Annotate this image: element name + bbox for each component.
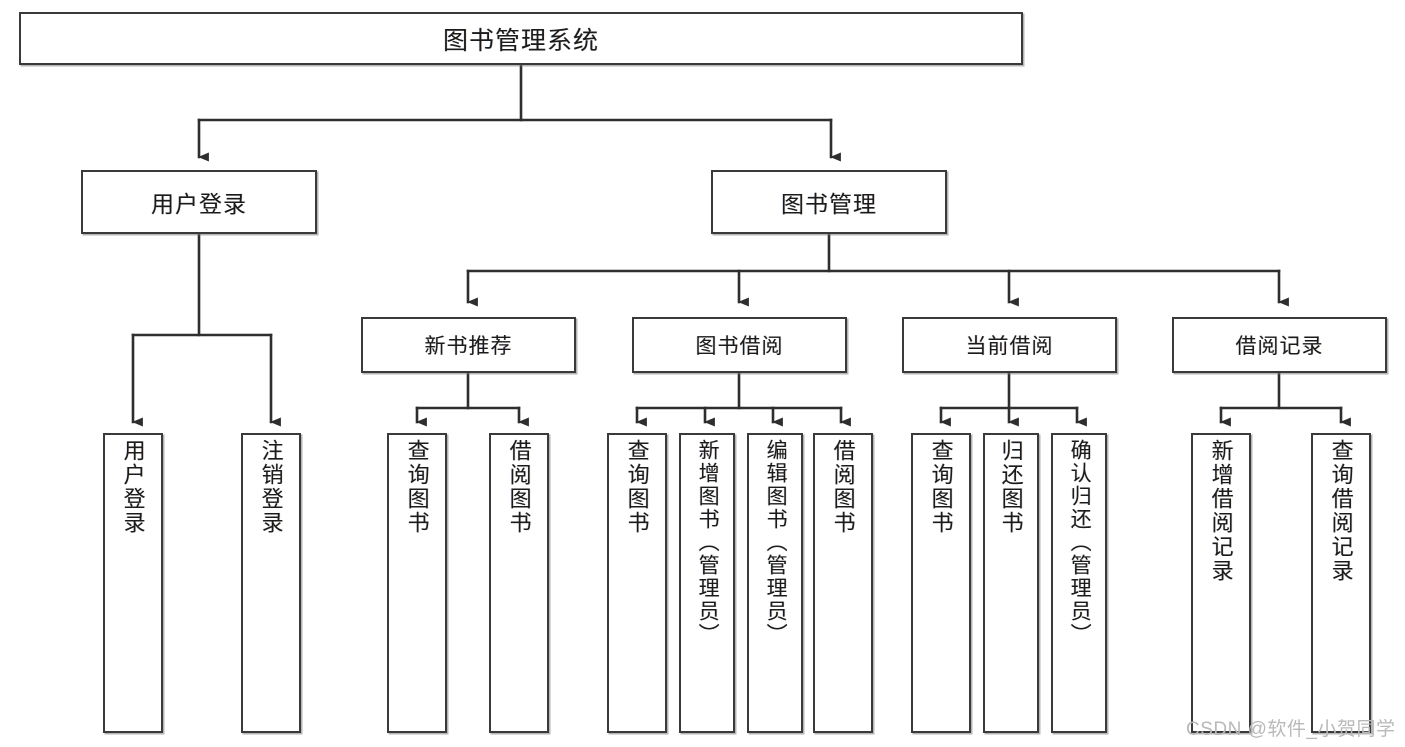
leaf-new-book-query[interactable]: 查询图书 <box>387 433 447 733</box>
node-label: 用户登录 <box>151 191 247 217</box>
node-label: 注销登录 <box>258 439 284 535</box>
leaf-book-borrow-query[interactable]: 查询图书 <box>607 433 667 733</box>
node-label: 借阅图书 <box>506 439 532 535</box>
node-user-login[interactable]: 用户登录 <box>81 170 317 234</box>
node-label: 新增图书（管理员） <box>696 439 720 646</box>
node-current-borrow[interactable]: 当前借阅 <box>902 317 1117 373</box>
node-label: 借阅记录 <box>1235 335 1324 358</box>
node-label: 编辑图书（管理员） <box>764 439 788 646</box>
node-label: 当前借阅 <box>965 335 1054 358</box>
node-label: 图书管理系统 <box>442 26 599 55</box>
node-label: 新增借阅记录 <box>1208 439 1234 583</box>
node-label: 归还图书 <box>998 439 1024 535</box>
node-label: 借阅图书 <box>830 439 856 535</box>
node-label: 用户登录 <box>120 439 146 535</box>
node-label: 查询图书 <box>404 439 430 535</box>
node-label: 新书推荐 <box>424 335 513 358</box>
node-label: 查询借阅记录 <box>1328 439 1354 583</box>
node-label: 查询图书 <box>624 439 650 535</box>
node-borrow-record[interactable]: 借阅记录 <box>1172 317 1387 373</box>
leaf-book-borrow-edit[interactable]: 编辑图书（管理员） <box>747 433 803 733</box>
leaf-book-borrow-add[interactable]: 新增图书（管理员） <box>679 433 735 733</box>
node-label: 图书管理 <box>781 191 877 217</box>
node-label: 确认归还（管理员） <box>1068 439 1092 646</box>
leaf-book-borrow-borrow[interactable]: 借阅图书 <box>813 433 873 733</box>
node-label: 查询图书 <box>928 439 954 535</box>
leaf-current-borrow-return[interactable]: 归还图书 <box>983 433 1039 733</box>
leaf-user-login-login[interactable]: 用户登录 <box>103 433 163 733</box>
leaf-current-borrow-confirm-return[interactable]: 确认归还（管理员） <box>1051 433 1107 733</box>
node-root-book-management-system[interactable]: 图书管理系统 <box>19 12 1023 65</box>
leaf-borrow-record-query[interactable]: 查询借阅记录 <box>1311 433 1371 733</box>
leaf-user-login-logout[interactable]: 注销登录 <box>241 433 301 733</box>
node-book-borrow[interactable]: 图书借阅 <box>632 317 847 373</box>
node-new-book-recommend[interactable]: 新书推荐 <box>361 317 576 373</box>
node-book-management[interactable]: 图书管理 <box>711 170 947 234</box>
leaf-current-borrow-query[interactable]: 查询图书 <box>911 433 971 733</box>
csdn-watermark: CSDN @软件_小贺同学 <box>1186 719 1396 740</box>
leaf-borrow-record-add[interactable]: 新增借阅记录 <box>1191 433 1251 733</box>
node-label: 图书借阅 <box>695 335 784 358</box>
leaf-new-book-borrow[interactable]: 借阅图书 <box>489 433 549 733</box>
